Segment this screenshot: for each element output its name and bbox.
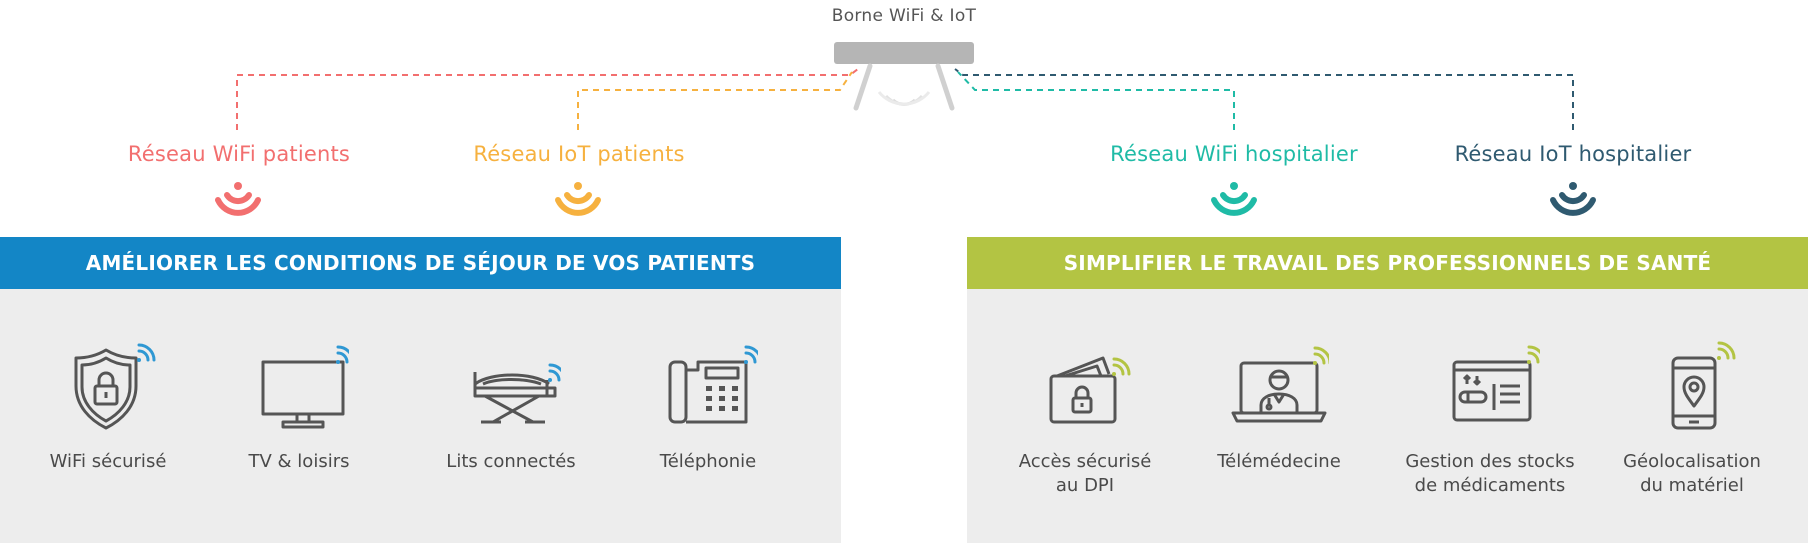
item-label: WiFi sécurisé: [49, 451, 167, 472]
wallet-lock-icon: [1049, 356, 1131, 424]
phone-icon: [668, 345, 758, 424]
item-geolocalisation: Géolocalisation du matériel: [1597, 336, 1787, 498]
phone-location-icon: [1671, 341, 1736, 430]
connector-wifi-hospitalier: [957, 71, 1235, 130]
access-point-title: Borne WiFi & IoT: [831, 6, 977, 26]
tv-icon: [261, 345, 349, 429]
item-acces-dpi: Accès sécurisé au DPI: [990, 336, 1180, 498]
pump-display-icon: [1452, 345, 1540, 422]
item-label: TV & loisirs: [248, 451, 350, 472]
bed-icon: [473, 363, 561, 424]
item-label: Lits connectés: [446, 451, 576, 472]
item-telephonie: Téléphonie: [613, 336, 803, 474]
shield-lock-icon: [74, 343, 156, 430]
wifi-icon: [555, 182, 601, 216]
banner-professionnels: SIMPLIFIER LE TRAVAIL DES PROFESSIONNELS…: [967, 237, 1808, 289]
wifi-icon: [1211, 182, 1257, 216]
item-label: Téléphonie: [659, 451, 757, 472]
network-label-iot-patients: Réseau IoT patients: [473, 142, 685, 166]
wifi-icon: [1550, 182, 1596, 216]
panel-professionnels: [967, 289, 1808, 543]
doctor-laptop-icon: [1231, 346, 1329, 423]
connector-iot-hospitalier: [954, 68, 1574, 130]
item-telemedecine: Télémédecine: [1184, 336, 1374, 474]
item-wifi-securise: WiFi sécurisé: [13, 336, 203, 474]
item-label: Télémédecine: [1217, 451, 1341, 472]
wifi-icon: [215, 182, 261, 216]
network-label-iot-hospitalier: Réseau IoT hospitalier: [1454, 142, 1692, 166]
network-label-wifi-patients: Réseau WiFi patients: [127, 142, 351, 166]
connector-iot-patients: [577, 71, 853, 130]
item-label: Gestion des stocks de médicaments: [1405, 451, 1575, 496]
item-gestion-stocks: Gestion des stocks de médicaments: [1395, 336, 1585, 498]
panel-patients: [0, 289, 841, 543]
item-tv-loisirs: TV & loisirs: [204, 336, 394, 474]
item-label: Géolocalisation du matériel: [1623, 451, 1761, 496]
network-label-wifi-hospitalier: Réseau WiFi hospitalier: [1110, 142, 1358, 166]
access-point-icon: [834, 42, 974, 111]
connector-wifi-patients: [236, 68, 859, 130]
banner-patients: AMÉLIORER LES CONDITIONS DE SÉJOUR DE VO…: [0, 237, 841, 289]
item-label: Accès sécurisé au DPI: [1018, 451, 1152, 496]
item-lits-connectes: Lits connectés: [416, 336, 606, 474]
